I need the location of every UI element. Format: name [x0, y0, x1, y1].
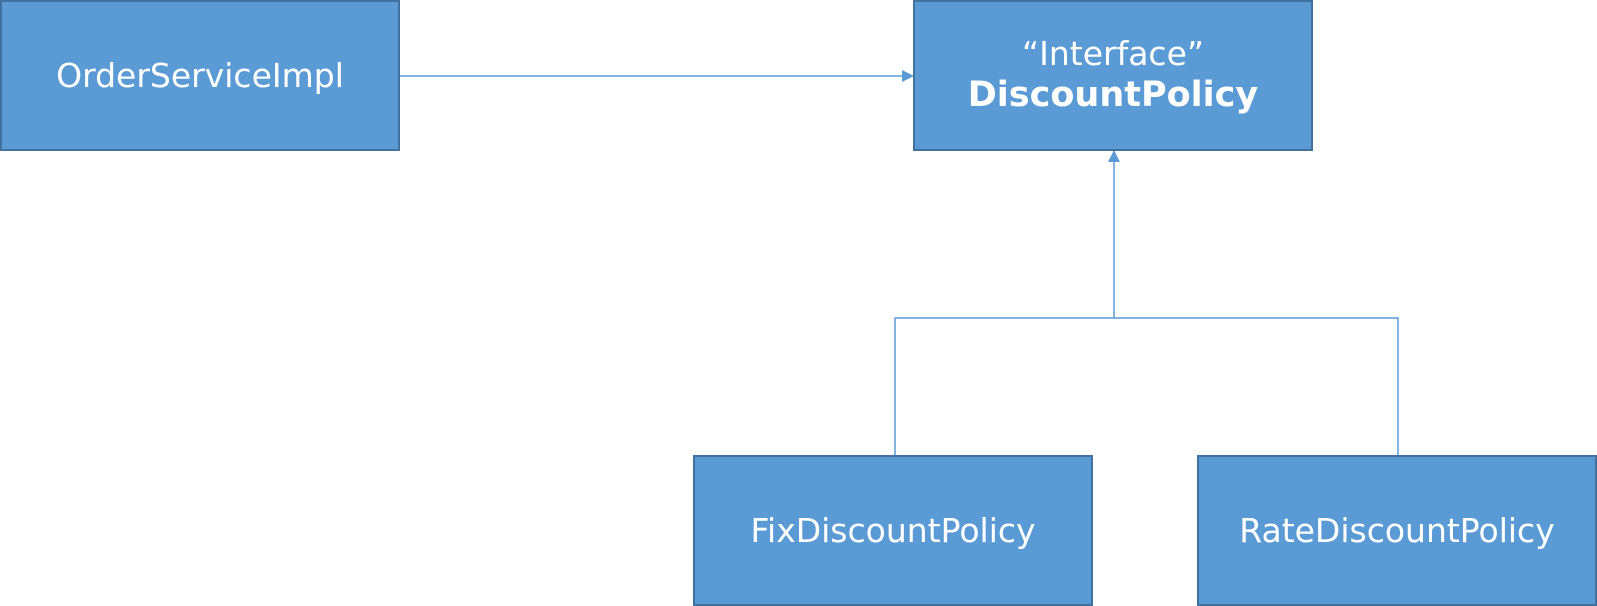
fix-discount-policy-label: FixDiscountPolicy	[750, 510, 1036, 550]
rate-discount-policy-label: RateDiscountPolicy	[1239, 510, 1555, 550]
fix-discount-policy-box: FixDiscountPolicy	[693, 455, 1093, 606]
order-service-impl-label: OrderServiceImpl	[56, 55, 344, 95]
fix-policy-connector	[894, 317, 1114, 455]
rate-discount-policy-box: RateDiscountPolicy	[1197, 455, 1597, 606]
order-service-impl-box: OrderServiceImpl	[0, 0, 400, 151]
interface-stereotype: “Interface”	[1022, 34, 1204, 73]
discount-policy-interface-box: “Interface” DiscountPolicy	[913, 0, 1313, 151]
rate-policy-connector	[1114, 317, 1399, 455]
discount-policy-label: DiscountPolicy	[967, 75, 1259, 116]
